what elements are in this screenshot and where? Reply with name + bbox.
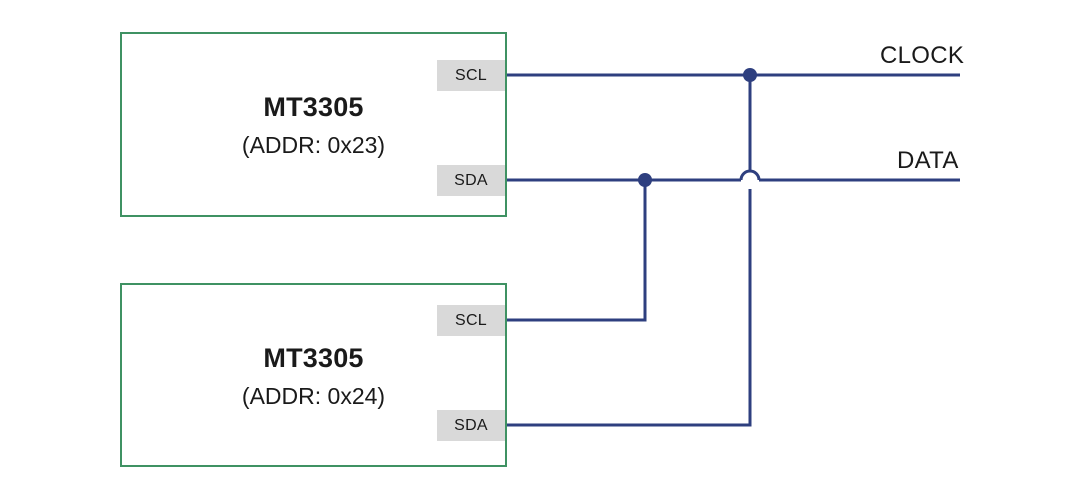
chip-top-pin-sda[interactable]: SDA bbox=[437, 165, 505, 196]
chip-top-pin-scl[interactable]: SCL bbox=[437, 60, 505, 91]
chip-bottom-title: MT3305 bbox=[263, 343, 364, 373]
wire-data-crossover-hop-icon bbox=[739, 169, 761, 181]
clock-junction-dot bbox=[743, 68, 757, 82]
wire-bottom-sda-to-clock bbox=[507, 189, 752, 427]
chip-bottom-address: (ADDR: 0x24) bbox=[241, 383, 386, 409]
chip-top-title: MT3305 bbox=[263, 92, 364, 122]
bus-label-clock: CLOCK bbox=[880, 42, 965, 69]
data-junction-dot bbox=[638, 173, 652, 187]
chip-top-address: (ADDR: 0x23) bbox=[241, 132, 386, 158]
chip-bottom-pin-scl[interactable]: SCL bbox=[437, 305, 505, 336]
chip-bottom-pin-sda[interactable]: SDA bbox=[437, 410, 505, 441]
wire-bottom-scl-to-data bbox=[507, 180, 647, 322]
bus-label-data: DATA bbox=[897, 147, 959, 174]
